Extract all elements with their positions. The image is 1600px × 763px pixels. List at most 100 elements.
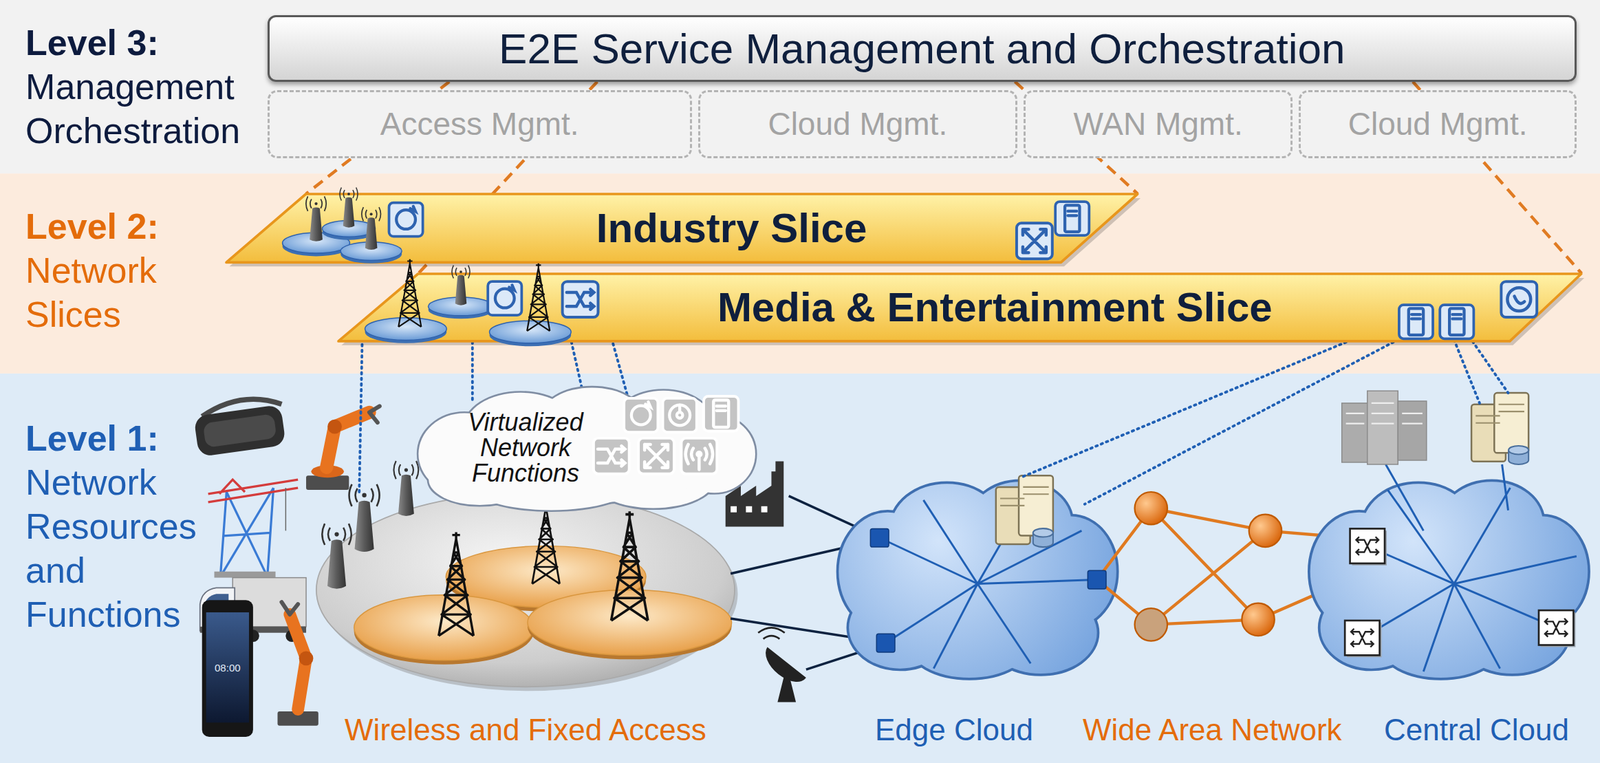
network-slice <box>226 193 1138 263</box>
robot-arm <box>306 405 380 490</box>
vnf-cloud <box>696 451 701 457</box>
phone-clock: 08:00 <box>214 661 241 674</box>
network-slice <box>1514 295 1526 304</box>
band-background <box>0 373 1600 763</box>
network-slice <box>389 202 424 236</box>
network-slice <box>1022 229 1047 253</box>
vnf-cloud <box>413 382 756 512</box>
network-slice <box>389 202 424 236</box>
network-slice <box>1501 281 1538 318</box>
level-band: Level 1:Network Resources and Functions V… <box>0 373 1600 763</box>
vnf-cloud <box>638 438 675 474</box>
region-label: Edge Cloud <box>874 712 1034 748</box>
small-cell <box>349 484 380 552</box>
wan-router <box>1241 603 1274 636</box>
level-number: Level 3: <box>25 20 246 65</box>
node-label: Access Mgmt. <box>380 105 580 143</box>
vnf-cloud <box>644 444 668 468</box>
satellite-dish <box>758 627 807 702</box>
vnf-cloud <box>623 398 658 432</box>
edge-cloud <box>838 481 1116 678</box>
network-slice <box>398 258 422 327</box>
network-slice <box>1408 308 1424 335</box>
vnf-cloud <box>703 396 739 431</box>
edge-cloud <box>879 491 1098 669</box>
robot-arm <box>306 475 349 490</box>
level-number: Level 1: <box>25 416 246 461</box>
band-background <box>0 173 1600 374</box>
network-slice <box>1450 308 1465 335</box>
level-title: Network Slices <box>25 248 246 337</box>
region-label: Wireless and Fixed Access <box>344 712 707 748</box>
crane <box>285 487 287 531</box>
network-slice <box>495 284 515 308</box>
network-slice <box>1440 304 1475 339</box>
factory <box>745 506 752 513</box>
smartphone <box>202 599 254 737</box>
level-caption: Level 3:Management Orchestration <box>25 20 246 153</box>
network-slice <box>488 281 523 316</box>
factory <box>730 506 737 513</box>
robot-arm <box>281 601 298 615</box>
central-cloud <box>1344 620 1382 657</box>
vnf-cloud <box>669 405 690 426</box>
node-label: WAN Mgmt. <box>1073 105 1243 143</box>
vnf-cloud: Virtualized Network Functions <box>413 382 756 512</box>
network-slice <box>1440 304 1475 339</box>
central-cloud <box>1350 528 1387 565</box>
junction-square <box>870 528 889 547</box>
network-slice <box>1452 314 1462 319</box>
network-slice <box>566 288 594 309</box>
level-number: Level 2: <box>25 204 246 249</box>
vnf-cloud <box>593 438 630 474</box>
junction-square <box>870 528 1107 652</box>
robot-arm <box>327 419 342 435</box>
level-band: Level 2:Network SlicesIndustry SliceMedi… <box>0 173 1600 374</box>
network-slice <box>1064 204 1080 232</box>
access-oval <box>316 492 739 691</box>
vr-headset <box>193 398 287 457</box>
robot-arm <box>326 412 370 468</box>
network-slice <box>562 281 599 318</box>
network-slice <box>1412 314 1422 319</box>
level-caption: Level 1:Network Resources and Functions <box>25 416 246 637</box>
network-slice <box>365 317 448 340</box>
vnf-cloud <box>623 398 658 432</box>
small-cell <box>393 460 419 516</box>
robot-arm <box>277 601 318 726</box>
domain-manager-box: Cloud Mgmt. <box>698 90 1018 159</box>
network-slice <box>396 206 417 230</box>
edge-cloud <box>838 481 1116 678</box>
network-slice <box>410 206 416 212</box>
vnf-cloud <box>680 438 717 474</box>
network-slice <box>396 209 417 230</box>
access-oval <box>316 492 735 687</box>
crane <box>220 487 274 577</box>
network-slice <box>1016 222 1053 259</box>
wan-link <box>1097 508 1327 625</box>
orchestrator-box: E2E Service Management and Orchestration <box>267 15 1577 82</box>
network-slice <box>562 281 599 318</box>
node-label: Cloud Mgmt. <box>1348 105 1528 143</box>
network-slice <box>1501 281 1538 318</box>
junction-square <box>1087 570 1107 589</box>
network-slice: Industry Slice <box>226 193 1138 263</box>
satellite-dish <box>758 627 785 639</box>
cell-tower <box>611 511 648 621</box>
network-slice <box>1450 308 1465 335</box>
central-cloud <box>1310 464 1588 678</box>
central-cloud <box>1538 610 1576 647</box>
factory <box>761 506 768 513</box>
central-cloud <box>1310 481 1588 678</box>
level-caption: Level 2:Network Slices <box>25 204 246 337</box>
network-slice <box>489 320 572 344</box>
network-slice <box>451 264 470 305</box>
network-slice <box>566 288 594 309</box>
crane <box>214 571 276 578</box>
wan-router <box>1134 491 1283 642</box>
vnf-cloud <box>662 398 697 432</box>
level-band: Level 3:Management Orchestration E2E Serv… <box>0 0 1600 174</box>
domain-manager-box: Cloud Mgmt. <box>1298 90 1576 159</box>
satellite-dish <box>777 665 796 702</box>
